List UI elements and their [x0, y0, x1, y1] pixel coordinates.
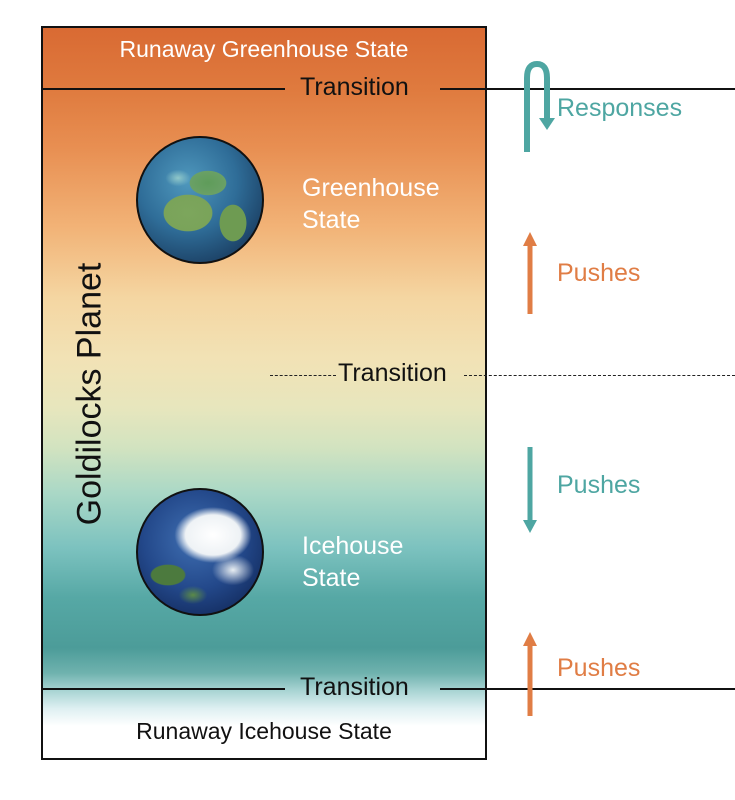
modern-earth-globe-icon [136, 488, 264, 616]
top-transition-label: Transition [300, 73, 409, 101]
pushes-lower-label: Pushes [557, 654, 641, 682]
greenhouse-state-line1: Greenhouse [302, 174, 440, 202]
pushes-upper-label: Pushes [557, 259, 641, 287]
top-transition-line-right [440, 88, 735, 90]
greenhouse-state-line2: State [302, 206, 361, 234]
responses-arrow-icon [524, 60, 555, 152]
pushes-middle-arrow-icon [523, 447, 537, 533]
pushes-middle-label: Pushes [557, 471, 641, 499]
icehouse-state-label: Icehouse State [302, 530, 403, 594]
runaway-greenhouse-label: Runaway Greenhouse State [119, 36, 409, 62]
pushes-lower-arrow-icon [523, 632, 537, 716]
responses-label: Responses [557, 94, 683, 122]
runaway-icehouse-label: Runaway Icehouse State [136, 718, 392, 744]
middle-transition-dash-left [270, 375, 336, 376]
bottom-transition-line-right [440, 688, 735, 690]
bottom-transition-line-left [41, 688, 285, 690]
middle-transition-dash-right [464, 375, 735, 376]
bottom-transition-label: Transition [300, 673, 409, 701]
paleo-earth-globe-icon [136, 136, 264, 264]
icehouse-state-line2: State [302, 564, 361, 592]
greenhouse-state-label: Greenhouse State [302, 172, 440, 236]
goldilocks-panel [41, 26, 487, 760]
pushes-upper-arrow-icon [523, 232, 537, 314]
icehouse-state-line1: Icehouse [302, 532, 404, 560]
top-transition-line-left [41, 88, 285, 90]
middle-transition-label: Transition [338, 359, 447, 387]
